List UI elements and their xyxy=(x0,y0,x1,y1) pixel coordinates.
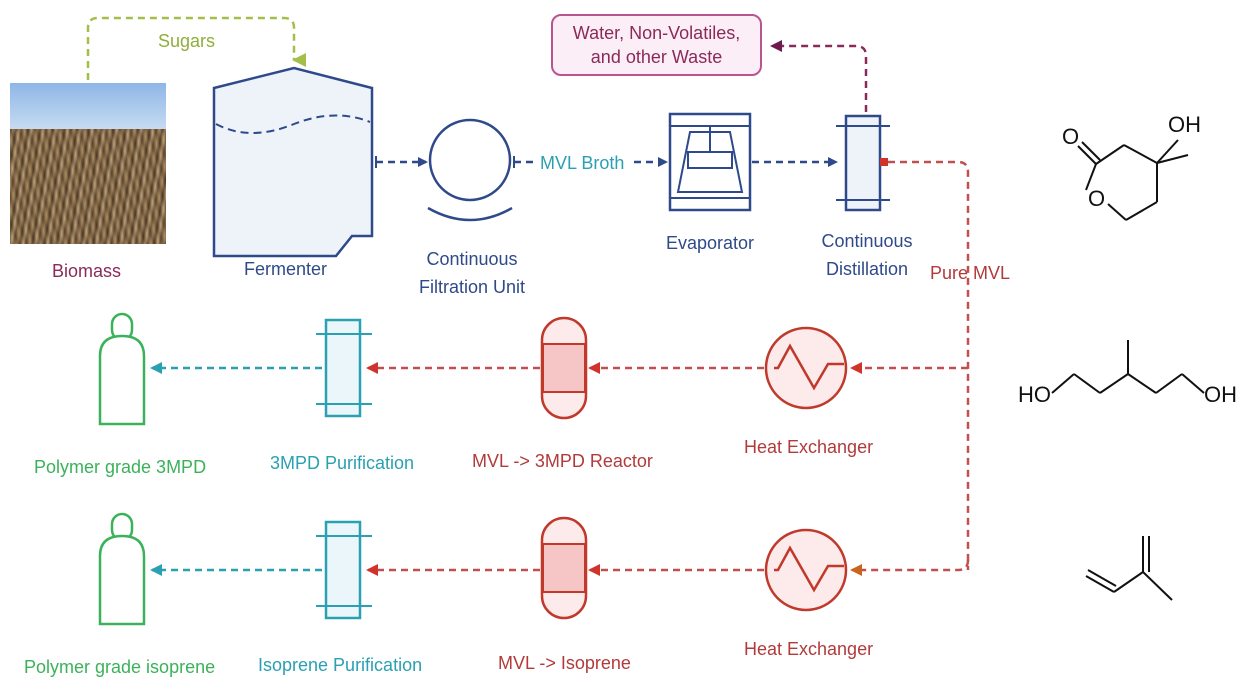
mpd-oh: OH xyxy=(1204,382,1237,407)
biomass-label: Biomass xyxy=(52,261,122,281)
evaporator-label: Evaporator xyxy=(666,233,755,253)
filtration-label-line2: Filtration Unit xyxy=(418,277,526,297)
reactor-3mpd-label: MVL -> 3MPD Reactor xyxy=(472,451,653,471)
product-cylinder-3mpd xyxy=(98,312,146,426)
waste-stream xyxy=(770,40,868,112)
fermenter-label: Fermenter xyxy=(244,259,328,279)
filtration-label-line1: Continuous xyxy=(426,249,518,269)
heat-exchanger-2 xyxy=(764,528,848,612)
purification-3mpd-label: 3MPD Purification xyxy=(270,453,415,473)
product-3mpd-label: Polymer grade 3MPD xyxy=(34,457,207,477)
mvl-structure xyxy=(1077,139,1189,221)
reactor-isoprene-label: MVL -> Isoprene xyxy=(498,653,631,673)
distillation-column xyxy=(836,114,890,212)
heat-exchanger-2-label: Heat Exchanger xyxy=(744,639,874,659)
evaporator-unit xyxy=(668,112,752,212)
mvl-carbonyl-o: O xyxy=(1062,124,1080,149)
isoprene-structure xyxy=(1085,536,1173,601)
biomass-photo xyxy=(10,83,166,244)
mpd-ho: HO xyxy=(1018,382,1051,407)
fermenter-vessel xyxy=(212,66,374,258)
purification-column-isoprene xyxy=(316,520,372,620)
heat-exchanger-1 xyxy=(764,326,848,410)
product-cylinder-isoprene xyxy=(98,512,146,626)
sugars-label: Sugars xyxy=(158,31,216,51)
waste-label-line2: and other Waste xyxy=(590,47,723,67)
product-isoprene-label: Polymer grade isoprene xyxy=(24,657,216,677)
filtration-unit xyxy=(428,118,512,202)
waste-box: Water, Non-Volatiles, and other Waste xyxy=(551,14,762,76)
reactor-isoprene xyxy=(540,516,588,620)
fermenter-liquid-level xyxy=(215,114,371,134)
sugars-stream xyxy=(86,16,306,80)
distillation-label-line1: Continuous xyxy=(821,231,913,251)
filtration-label: Continuous Filtration Unit xyxy=(410,248,534,298)
distillation-label: Continuous Distillation xyxy=(812,230,922,280)
heat-exchanger-1-label: Heat Exchanger xyxy=(744,437,874,457)
mvl-ring-o: O xyxy=(1088,186,1106,211)
mvl-broth-label: MVL Broth xyxy=(540,153,625,173)
mpd-structure xyxy=(1051,340,1205,394)
reactor-3mpd xyxy=(540,316,588,420)
distillation-label-line2: Distillation xyxy=(825,259,909,279)
purification-column-3mpd xyxy=(316,318,372,418)
purification-isoprene-label: Isoprene Purification xyxy=(258,655,423,675)
mvl-oh: OH xyxy=(1168,112,1201,137)
pure-mvl-stream xyxy=(888,160,970,570)
waste-label-line1: Water, Non-Volatiles, xyxy=(572,23,741,43)
pure-mvl-label: Pure MVL xyxy=(930,263,1011,283)
